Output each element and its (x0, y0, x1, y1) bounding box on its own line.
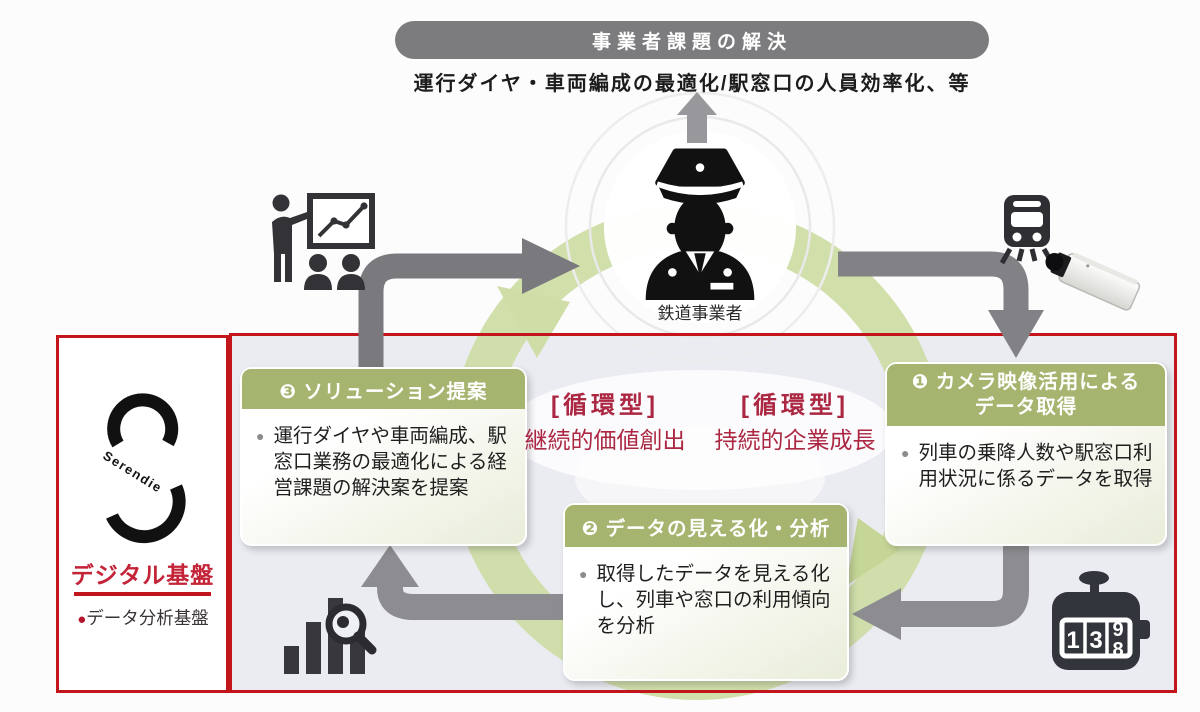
box-visualization-analysis: ❷ データの見える化・分析 ● 取得したデータを見える化し、列車や窓口の利用傾向… (563, 503, 849, 681)
serendie-logo-text: Serendie (100, 448, 163, 496)
actor-label: 鉄道事業者 (657, 304, 743, 323)
cycle-left-text: [循環型] 継続的価値創出 (505, 385, 705, 455)
box-visualization-analysis-header: ❷ データの見える化・分析 (565, 505, 847, 547)
up-arrow-icon (677, 92, 717, 143)
counter-digit-1: 1 (1066, 627, 1079, 654)
bullet-icon: ● (256, 428, 265, 444)
counter-digit-3-bottom: 8 (1112, 639, 1123, 661)
presenter-icon (272, 193, 375, 290)
cycle-right-text: [循環型] 持続的企業成長 (695, 385, 895, 455)
box-visualization-analysis-body: 取得したデータを見える化し、列車や窓口の利用傾向を分析 (596, 563, 831, 638)
counter-digit-3-top: 9 (1112, 619, 1123, 641)
pill-label: 事業者課題の解決 (591, 31, 792, 53)
red-bullet-icon: ● (77, 611, 87, 628)
box-camera-data: ❶ カメラ映像活用による データ取得 ● 列車の乗降人数や駅窓口利用状況に係るデ… (885, 362, 1167, 546)
barchart-magnifier-icon (284, 598, 377, 674)
cctv-camera-icon (1045, 252, 1141, 311)
tally-counter-icon: 1 3 9 8 (1052, 571, 1150, 670)
cycle-right-tag: [循環型] (741, 392, 849, 419)
svg-text:Serendie: Serendie (100, 448, 165, 496)
station-master-icon (645, 148, 755, 300)
box-solution-proposal-header: ❸ ソリューション提案 (242, 369, 525, 409)
box-solution-proposal-body: 運行ダイヤや車両編成、駅窓口業務の最適化による経営課題の解決案を提案 (273, 425, 507, 500)
counter-digit-2: 3 (1089, 627, 1102, 654)
serendie-logo: Serendie (100, 393, 186, 544)
box-camera-data-body: 列車の乗降人数や駅窓口利用状況に係るデータを取得 (918, 442, 1153, 491)
cycle-left-tag: [循環型] (551, 392, 659, 419)
box-solution-proposal: ❸ ソリューション提案 ● 運行ダイヤや車両編成、駅窓口業務の最適化による経営課… (240, 367, 527, 546)
bullet-icon: ● (901, 445, 910, 461)
sidebar-item-data-analysis: ●データ分析基盤 (77, 608, 209, 628)
sidebar-title: デジタル基盤 (70, 562, 215, 588)
box-camera-data-header: ❶ カメラ映像活用による データ取得 (887, 364, 1165, 426)
solved-issues-subtitle: 運行ダイヤ・車両編成の最適化/駅窓口の人員効率化、等 (413, 73, 971, 95)
bullet-icon: ● (579, 566, 588, 582)
solved-issues-pill: 事業者課題の解決 (395, 21, 989, 59)
sidebar-divider (74, 592, 211, 596)
